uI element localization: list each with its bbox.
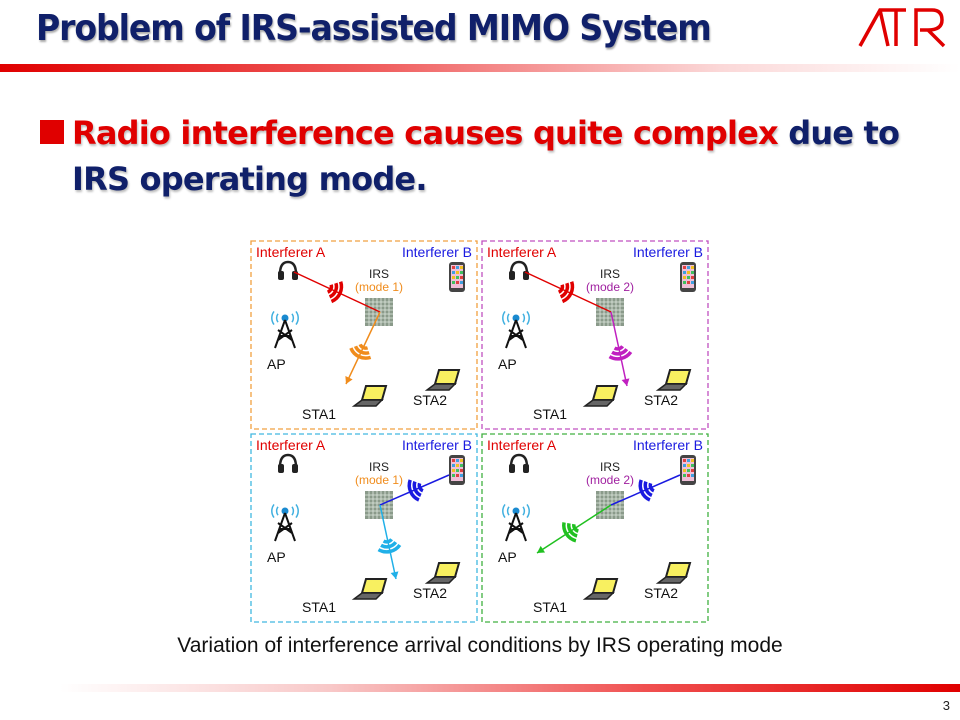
interferer-a-label: Interferer A bbox=[256, 437, 326, 453]
ap-label: AP bbox=[498, 549, 517, 565]
incident-signal-waves-icon bbox=[557, 281, 575, 304]
smartphone-icon bbox=[680, 455, 696, 485]
sta2-label: STA2 bbox=[413, 585, 447, 601]
headphones-icon bbox=[278, 453, 298, 473]
irs-label: IRS bbox=[600, 267, 620, 281]
sta1-label: STA1 bbox=[533, 406, 567, 422]
scenario-panel: Interferer A Interferer B IRS(mode 2) AP STA… bbox=[481, 240, 709, 430]
ap-label: AP bbox=[498, 356, 517, 372]
irs-mode-label: (mode 1) bbox=[355, 473, 403, 487]
interferer-a-label: Interferer A bbox=[487, 437, 557, 453]
title-underline-bar bbox=[0, 64, 960, 72]
sta2-label: STA2 bbox=[413, 392, 447, 408]
access-point-tower-icon bbox=[502, 503, 530, 542]
sta1-label: STA1 bbox=[533, 599, 567, 615]
reflected-signal-waves-icon bbox=[608, 345, 633, 361]
access-point-tower-icon bbox=[502, 310, 530, 349]
sta2-laptop-icon bbox=[424, 369, 461, 391]
irs-label: IRS bbox=[600, 460, 620, 474]
scenario-panel: Interferer A Interferer B IRS(mode 2) AP STA… bbox=[481, 433, 709, 623]
sta2-laptop-icon bbox=[655, 562, 692, 584]
sta2-laptop-icon bbox=[655, 369, 692, 391]
access-point-tower-icon bbox=[271, 310, 299, 349]
bullet-point: Radio interference causes quite complex … bbox=[40, 110, 940, 202]
incident-signal-waves-icon bbox=[407, 479, 424, 502]
figure-caption: Variation of interference arrival condit… bbox=[177, 634, 783, 657]
headphones-icon bbox=[509, 453, 529, 473]
sta1-laptop-icon bbox=[351, 578, 388, 600]
page-number: 3 bbox=[942, 698, 950, 713]
interferer-b-label: Interferer B bbox=[633, 437, 703, 453]
smartphone-icon bbox=[449, 262, 465, 292]
bullet-highlight: Radio interference causes quite complex bbox=[72, 114, 779, 152]
scenario-panel: Interferer A Interferer B IRS(mode 1) AP STA… bbox=[250, 433, 478, 623]
bullet-rest: due to IRS operating mode. bbox=[72, 114, 900, 198]
interferer-b-label: Interferer B bbox=[402, 437, 472, 453]
interferer-a-label: Interferer A bbox=[256, 244, 326, 260]
slide-title: Problem of IRS-assisted MIMO System bbox=[36, 8, 712, 49]
smartphone-icon bbox=[449, 455, 465, 485]
ap-label: AP bbox=[267, 356, 286, 372]
bullet-square-icon bbox=[40, 120, 64, 144]
irs-label: IRS bbox=[369, 267, 389, 281]
scenario-panel: Interferer A Interferer B IRS(mode 1) AP STA… bbox=[250, 240, 478, 430]
interferer-b-label: Interferer B bbox=[402, 244, 472, 260]
sta1-laptop-icon bbox=[582, 385, 619, 407]
smartphone-icon bbox=[680, 262, 696, 292]
irs-mode-label: (mode 1) bbox=[355, 280, 403, 294]
arrowhead-icon bbox=[621, 378, 630, 386]
headphones-icon bbox=[509, 260, 529, 280]
sta1-laptop-icon bbox=[582, 578, 619, 600]
reflected-signal-waves-icon bbox=[562, 522, 580, 543]
reflected-signal-waves-icon bbox=[377, 538, 402, 554]
arrowhead-icon bbox=[537, 545, 546, 553]
irs-mode-label: (mode 2) bbox=[586, 280, 634, 294]
arrowhead-icon bbox=[345, 375, 353, 384]
sta2-label: STA2 bbox=[644, 585, 678, 601]
reflected-signal-waves-icon bbox=[349, 343, 372, 360]
sta2-label: STA2 bbox=[644, 392, 678, 408]
ap-label: AP bbox=[267, 549, 286, 565]
interferer-b-label: Interferer B bbox=[633, 244, 703, 260]
irs-mode-label: (mode 2) bbox=[586, 473, 634, 487]
sta1-label: STA1 bbox=[302, 599, 336, 615]
incident-signal-waves-icon bbox=[638, 479, 655, 502]
sta1-label: STA1 bbox=[302, 406, 336, 422]
irs-panel-icon bbox=[365, 491, 393, 519]
sta1-laptop-icon bbox=[351, 385, 388, 407]
irs-label: IRS bbox=[369, 460, 389, 474]
access-point-tower-icon bbox=[271, 503, 299, 542]
arrowhead-icon bbox=[390, 571, 399, 579]
atr-logo bbox=[858, 8, 946, 48]
footer-bar bbox=[60, 684, 960, 692]
sta2-laptop-icon bbox=[424, 562, 461, 584]
incident-signal-waves-icon bbox=[326, 281, 344, 304]
interferer-a-label: Interferer A bbox=[487, 244, 557, 260]
